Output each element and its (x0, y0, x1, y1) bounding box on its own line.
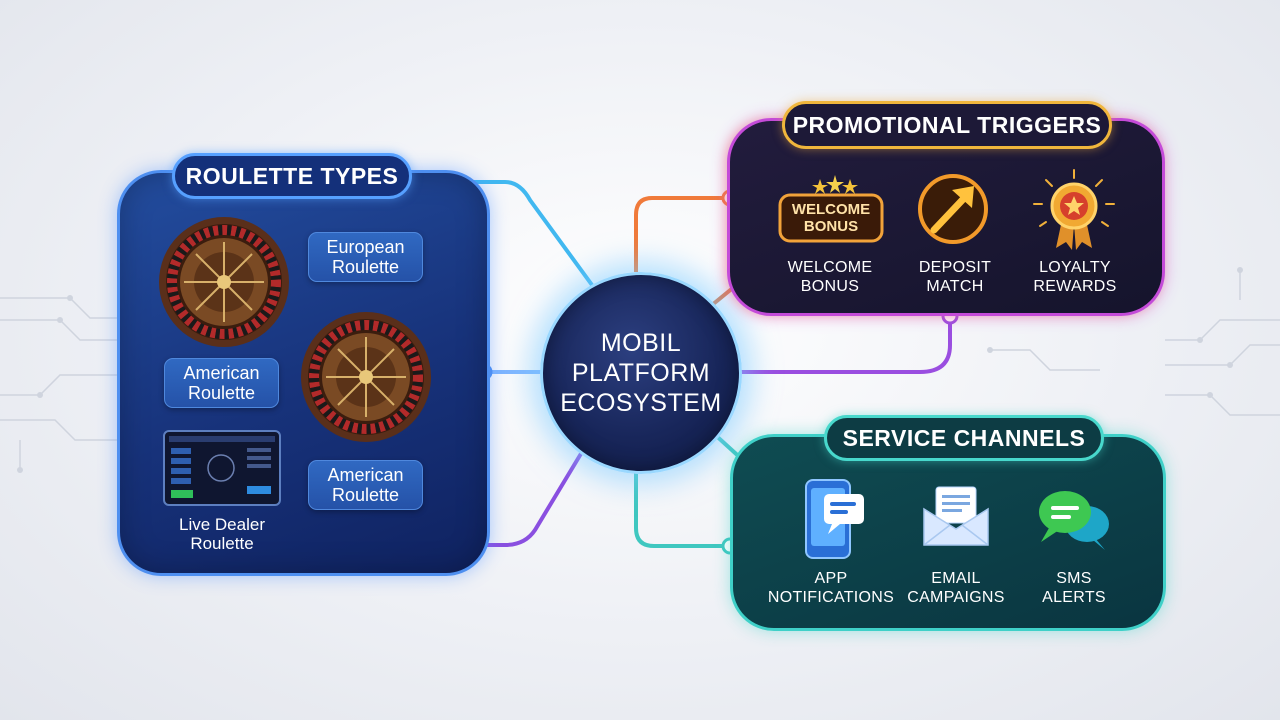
european-roulette-wheel-icon (159, 217, 289, 347)
email-envelope-icon (923, 486, 989, 546)
roulette-types-title: ROULETTE TYPES (172, 153, 412, 199)
service-channels-title: SERVICE CHANNELS (824, 415, 1104, 461)
chat-bubbles-icon (1039, 491, 1109, 550)
welcome-bonus-badge-icon (778, 175, 884, 243)
american-roulette-wheel-icon (301, 312, 431, 442)
promotional-triggers-title: PROMOTIONAL TRIGGERS (782, 101, 1112, 149)
live-dealer-screen-icon (163, 430, 281, 506)
deposit-arrow-icon (918, 174, 988, 244)
loyalty-medal-icon (1033, 169, 1115, 250)
mobil-platform-ecosystem-hub[interactable]: MOBIL PLATFORM ECOSYSTEM (540, 272, 742, 474)
phone-notification-icon (805, 479, 864, 559)
